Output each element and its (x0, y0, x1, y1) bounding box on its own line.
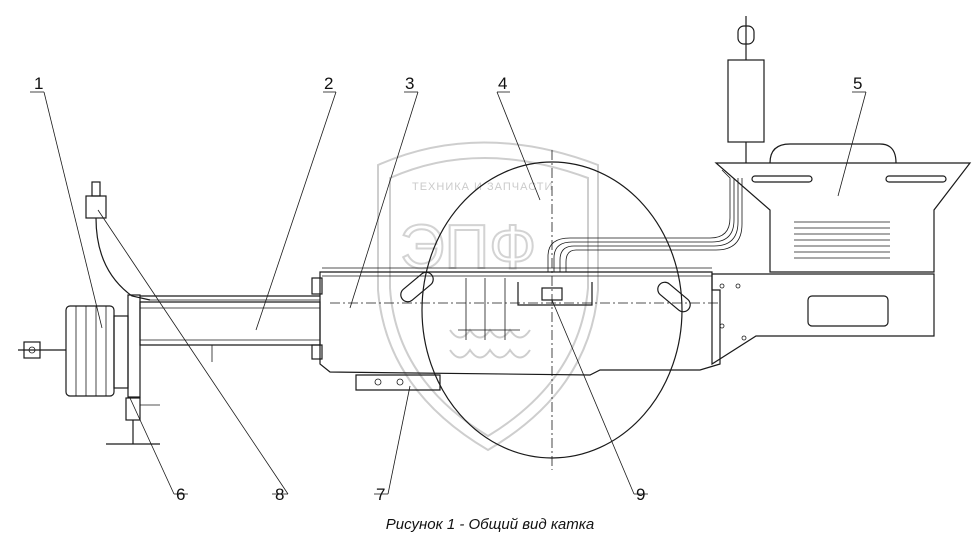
watermark-logo: ТЕХНИКА И ЗАПЧАСТИ ЭПФ (377, 141, 599, 452)
hydraulic-hose (85, 181, 320, 301)
drawbar-beam (139, 277, 323, 362)
callout-8: 7 (376, 485, 385, 504)
figure-caption: Рисунок 1 - Общий вид катка (385, 516, 595, 533)
callout-7: 8 (275, 485, 284, 504)
watermark-text: ТЕХНИКА И ЗАПЧАСТИ (412, 181, 553, 193)
watermark-letters: ЭПФ (400, 213, 536, 282)
roller-drum (421, 150, 683, 470)
radiator-grille (794, 221, 890, 259)
callout-4: 4 (498, 74, 507, 93)
callout-2: 2 (324, 74, 333, 93)
callout-5: 5 (853, 74, 862, 93)
pipe-bundle (541, 169, 743, 301)
frame-body (319, 267, 721, 376)
callout-numbers: 1 2 3 4 5 6 8 7 9 (34, 74, 862, 504)
engine-hood (711, 16, 972, 366)
callout-6: 6 (176, 485, 185, 504)
exhaust-pipe (727, 16, 765, 163)
counterweight-stack (18, 294, 141, 398)
leader-lines (30, 91, 867, 495)
callout-9: 9 (636, 485, 645, 504)
callout-1: 1 (34, 74, 43, 93)
lower-bracket (355, 374, 441, 391)
callout-3: 3 (405, 74, 414, 93)
